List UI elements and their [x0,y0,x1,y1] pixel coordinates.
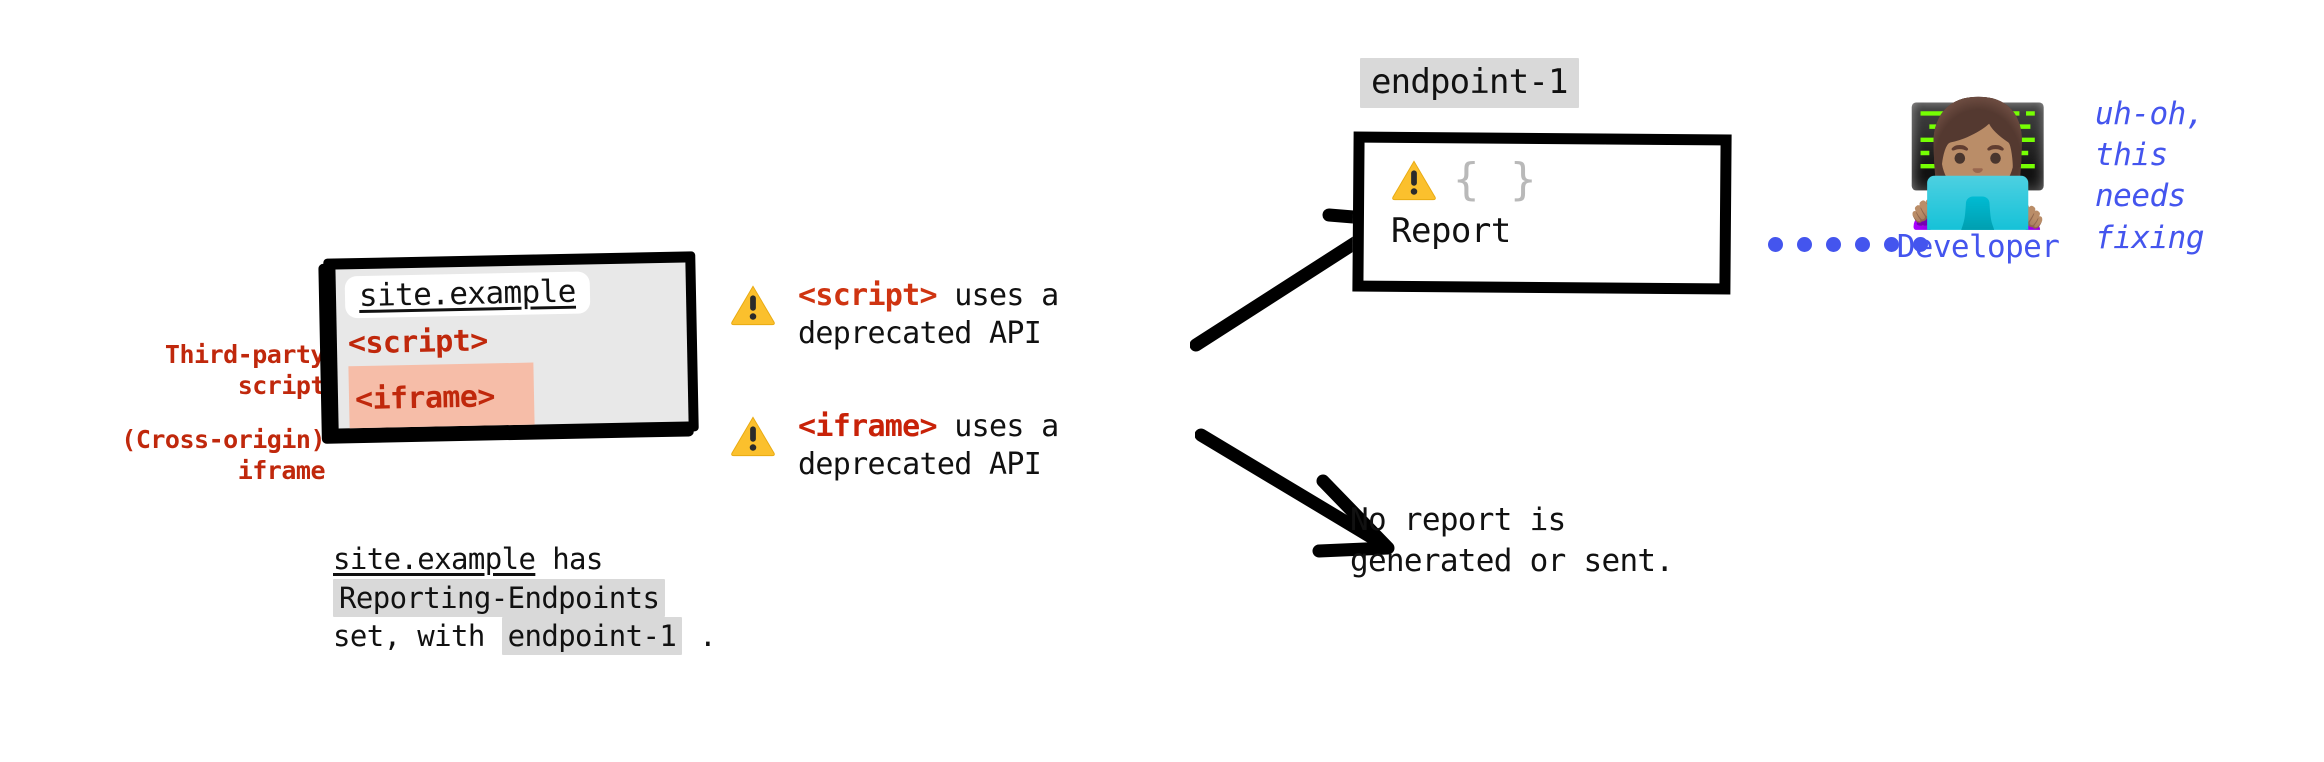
endpoint-label: endpoint-1 [1360,58,1579,108]
annotation-line: Third-party [164,340,326,369]
connector-dot [1797,237,1812,252]
connector-dot [1884,237,1899,252]
caption-text: has [535,542,603,576]
page-script-tag: <script> [347,323,488,361]
browser-urlbar-row: site.example [335,262,686,324]
no-report-line2: generated or sent. [1350,543,1674,580]
url-bar[interactable]: site.example [344,271,591,319]
caption-site-url: site.example [333,542,536,576]
woman-technologist-icon: 👩🏽‍💻 [1903,95,2053,234]
warning-script-text: <script> uses a deprecated API [798,277,1059,354]
browser-caption: site.example has Reporting-Endpoints set… [333,540,803,656]
annotation-line: (Cross-origin) [121,425,325,454]
report-icon-row: { } [1391,155,1538,205]
speech-line: needs [2095,178,2186,215]
speech-line: fixing [2095,219,2204,256]
warning-triangle-icon [1392,160,1436,201]
report-box-content: { } Report [1391,155,1538,252]
annotation-line: script [237,370,326,400]
browser-window: site.example <script> <iframe> [318,251,699,444]
no-report-text: No report is generated or sent. [1350,500,1674,582]
warning-triangle-icon [731,416,775,457]
warning-iframe-text: <iframe> uses a deprecated API [798,408,1059,485]
warning-script-line2: deprecated API [798,316,1042,352]
caption-text: set, with [333,619,502,654]
connector-dot [1768,237,1783,252]
annotation-third-party-script: Third-party script [60,340,326,401]
page-iframe-highlight: <iframe> [348,362,535,429]
browser-viewport: site.example <script> <iframe> [335,262,689,429]
annotation-cross-origin-iframe: (Cross-origin) iframe [60,425,325,486]
warning-iframe-row: <iframe> uses a deprecated API [730,408,1059,485]
caption-endpoint-1-chip: endpoint-1 [501,617,683,656]
warning-script-row: <script> uses a deprecated API [730,277,1059,354]
warning-triangle-icon [731,285,775,326]
speech-line: this [2095,137,2168,174]
caption-text: . [682,619,716,654]
report-label: Report [1391,211,1511,251]
warning-iframe-tag: <iframe> [798,409,938,444]
speech-line: uh-oh, [2095,96,2204,132]
third-party-annotations: Third-party script (Cross-origin) iframe [60,340,325,486]
developer-label: Developer [1896,229,2060,265]
warning-script-tag: <script> [798,278,938,313]
dotted-connector [1768,237,1928,252]
endpoint-1-chip: endpoint-1 [1360,58,1579,108]
browser-frame: site.example <script> <iframe> [323,251,699,439]
caption-reporting-endpoints-chip: Reporting-Endpoints [333,578,666,617]
arrow-to-no-report-icon [1195,428,1395,558]
json-braces-icon: { } [1453,154,1539,205]
warning-iframe-rest: uses a [936,409,1059,444]
warning-iframe-line2: deprecated API [798,447,1042,483]
warning-script-rest: uses a [936,278,1059,313]
connector-dot [1913,237,1928,252]
no-report-line1: No report is [1350,502,1566,538]
connector-dot [1855,237,1870,252]
developer-speech: uh-oh, this needs fixing [2095,94,2204,259]
page-iframe-tag: <iframe> [354,379,496,417]
connector-dot [1826,237,1841,252]
developer-figure: 👩🏽‍💻 Developer [1888,95,2068,266]
report-box: { } Report [1352,131,1732,295]
annotation-line: iframe [237,455,326,485]
